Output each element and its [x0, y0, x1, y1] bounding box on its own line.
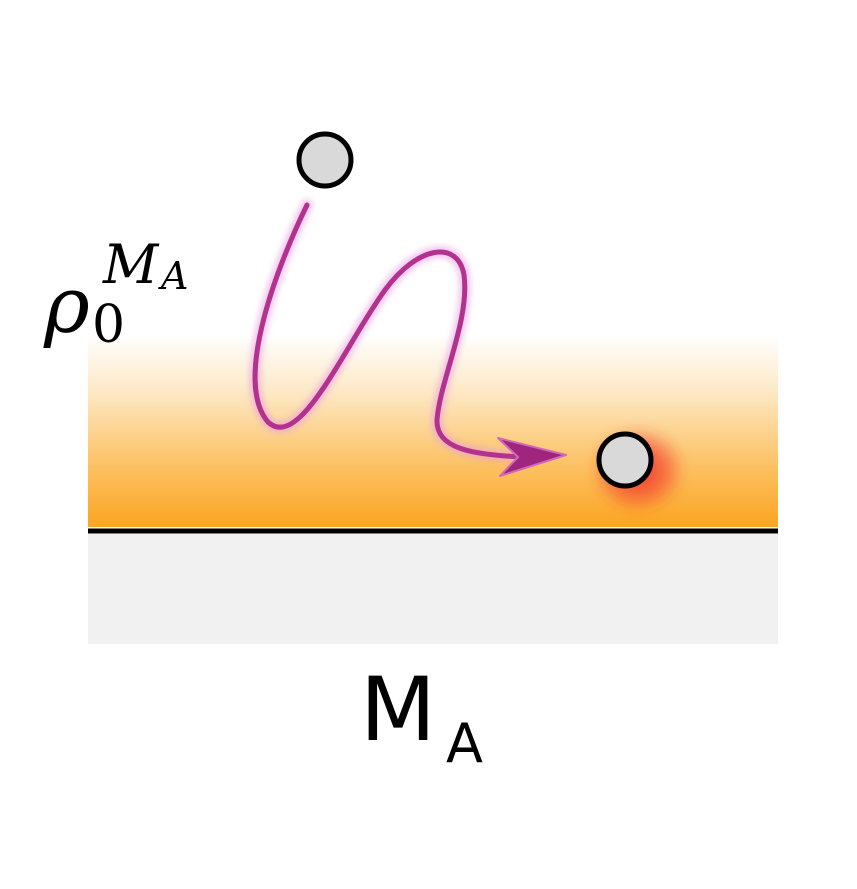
material-label: M A: [360, 658, 483, 775]
density-superscript: M: [102, 233, 160, 296]
density-superscript-sub: A: [158, 254, 188, 298]
incoming-particle: [296, 131, 354, 189]
trajectory-arrowhead: [497, 437, 567, 477]
material-symbol: M: [360, 658, 436, 761]
density-symbol: ρ: [43, 261, 90, 351]
adsorbed-particle: [596, 431, 654, 489]
density-subscript: 0: [92, 295, 125, 355]
substrate-block: [88, 534, 778, 644]
material-subscript: A: [446, 712, 483, 775]
density-label: ρ 0 M A: [43, 233, 188, 355]
trajectory-path: [252, 202, 528, 460]
